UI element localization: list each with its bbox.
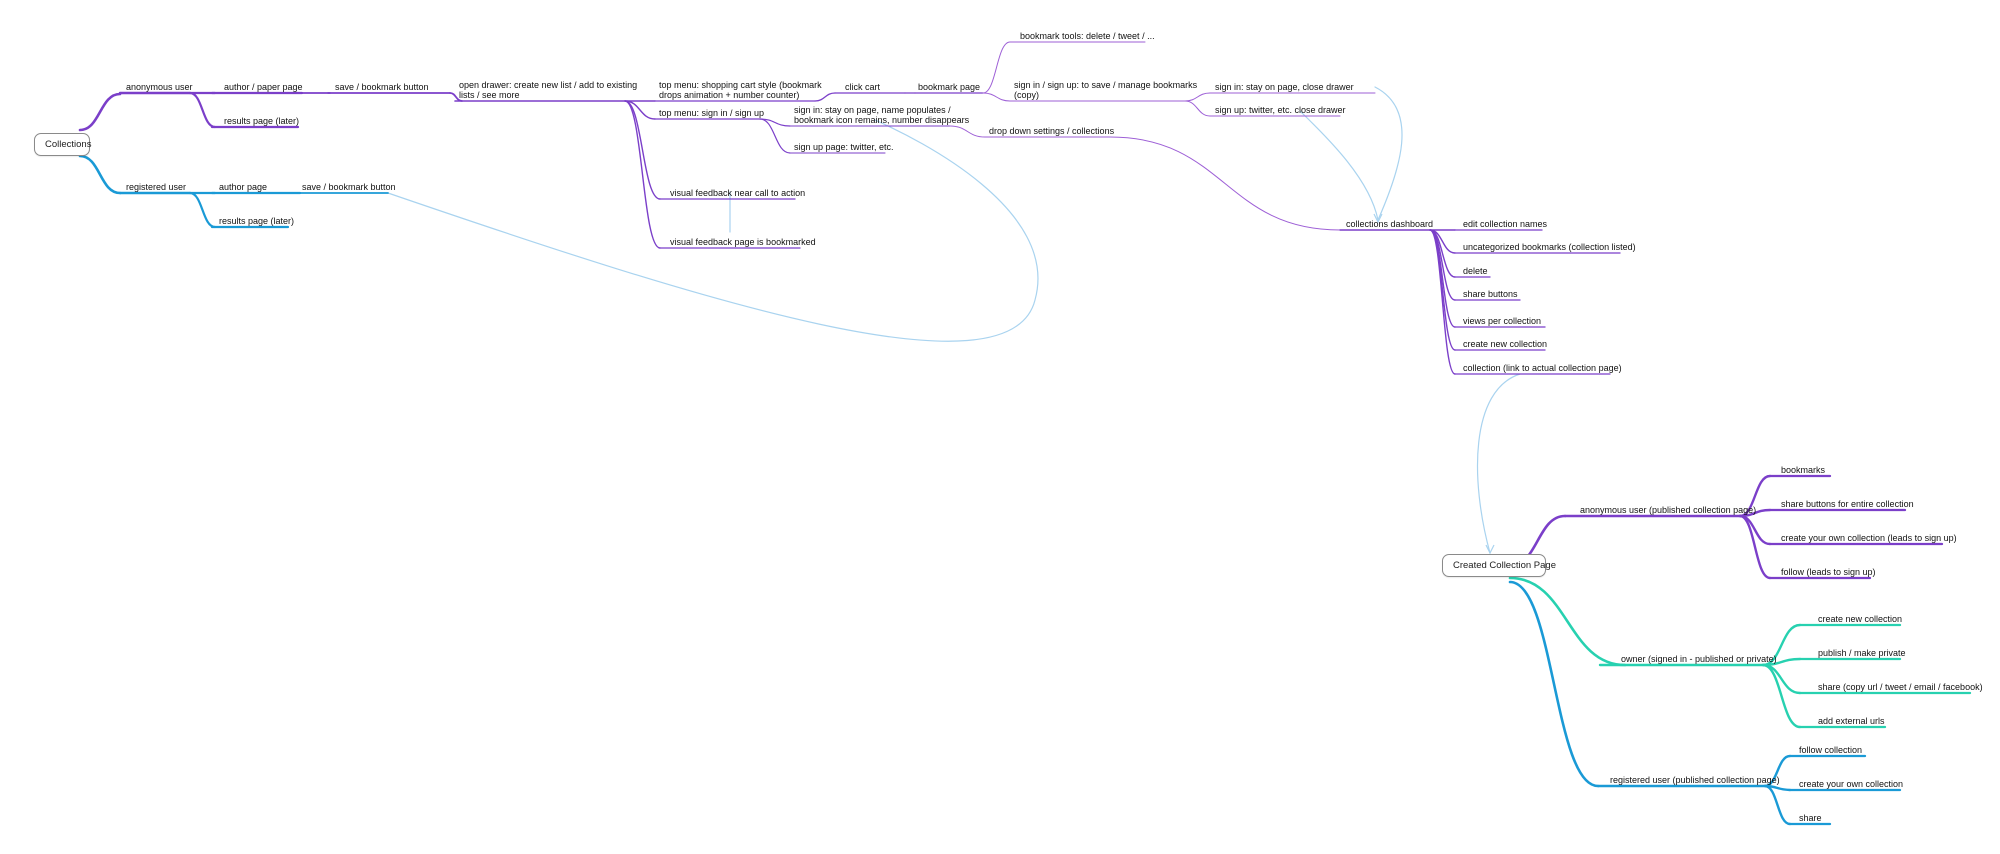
arrowhead: [1373, 213, 1383, 224]
node-create-own-1[interactable]: create your own collection (leads to sig…: [1781, 533, 1957, 543]
node-results-later-2[interactable]: results page (later): [219, 216, 295, 226]
node-publish[interactable]: publish / make private: [1818, 648, 1906, 658]
node-top-cart[interactable]: top menu: shopping cart style (bookmark …: [659, 80, 822, 100]
node-bookmark-page[interactable]: bookmark page: [918, 82, 981, 92]
cross-link-line: [1299, 110, 1379, 221]
node-author-page[interactable]: author page: [219, 182, 268, 192]
branch-line: [982, 41, 1011, 94]
node-anon[interactable]: anonymous user: [126, 82, 193, 92]
node-visual-cta[interactable]: visual feedback near call to action: [670, 188, 806, 198]
branch-line: [1184, 100, 1211, 117]
node-edit-names[interactable]: edit collection names: [1463, 219, 1548, 229]
root-created-collection-page[interactable]: Created Collection Page: [1442, 554, 1556, 577]
branch-line: [982, 92, 1011, 102]
node-registered[interactable]: registered user: [126, 182, 187, 192]
root-collections[interactable]: Collections: [34, 133, 91, 156]
node-anon-published[interactable]: anonymous user (published collection pag…: [1580, 505, 1757, 515]
branch-line: [1109, 136, 1341, 231]
node-sign-in-stay[interactable]: sign in: stay on page, close drawer: [1215, 82, 1354, 92]
branch-line: [1429, 229, 1456, 328]
node-signup-page[interactable]: sign up page: twitter, etc.: [794, 142, 894, 152]
cross-link-line: [387, 119, 1039, 342]
branch-line: [624, 100, 661, 200]
branch-line: [188, 191, 217, 229]
branch-line: [949, 125, 986, 138]
node-owner[interactable]: owner (signed in - published or private): [1621, 654, 1777, 664]
node-save-bookmark-2[interactable]: save / bookmark button: [302, 182, 396, 192]
branch-line: [1761, 663, 1802, 729]
branch-line: [1429, 229, 1456, 375]
branch-line: [188, 91, 217, 129]
node-delete[interactable]: delete: [1463, 266, 1488, 276]
node-create-own-2[interactable]: create your own collection: [1799, 779, 1904, 789]
node-share-copy[interactable]: share (copy url / tweet / email / facebo…: [1818, 682, 1983, 692]
node-share-buttons[interactable]: share buttons: [1463, 289, 1518, 299]
node-results-later-1[interactable]: results page (later): [224, 116, 300, 126]
node-sign-in-up-save[interactable]: sign in / sign up: to save / manage book…: [1014, 80, 1198, 100]
node-top-signin[interactable]: top menu: sign in / sign up: [659, 108, 765, 118]
node-click-cart[interactable]: click cart: [845, 82, 881, 92]
node-visual-bookmarked[interactable]: visual feedback page is bookmarked: [670, 237, 816, 247]
branch-line: [759, 118, 791, 154]
node-open-drawer[interactable]: open drawer: create new list / add to ex…: [459, 80, 638, 100]
cross-link-line: [1476, 373, 1521, 554]
node-collection-link[interactable]: collection (link to actual collection pa…: [1463, 363, 1622, 373]
node-save-bookmark-1[interactable]: save / bookmark button: [335, 82, 429, 92]
branch-line: [78, 154, 122, 195]
branch-line: [1738, 514, 1772, 580]
node-bookmark-tools[interactable]: bookmark tools: delete / tweet / ...: [1020, 31, 1155, 41]
branch-line: [624, 100, 661, 249]
node-add-external[interactable]: add external urls: [1818, 716, 1885, 726]
branch-line: [814, 92, 836, 102]
node-reg-published[interactable]: registered user (published collection pa…: [1610, 775, 1780, 785]
branch-line: [1508, 580, 1600, 788]
node-share-entire[interactable]: share buttons for entire collection: [1781, 499, 1914, 509]
cross-link-line: [1374, 86, 1403, 221]
node-create-new-1[interactable]: create new collection: [1463, 339, 1548, 349]
branch-line: [1761, 663, 1802, 695]
branch-line: [1508, 576, 1627, 667]
node-follow-2[interactable]: follow collection: [1799, 745, 1863, 755]
node-uncategorized[interactable]: uncategorized bookmarks (collection list…: [1463, 242, 1636, 252]
node-follow-1[interactable]: follow (leads to sign up): [1781, 567, 1876, 577]
branch-line: [1429, 229, 1456, 351]
node-create-new-2[interactable]: create new collection: [1818, 614, 1903, 624]
node-share-last[interactable]: share: [1799, 813, 1822, 823]
node-sign-up-twitter-close[interactable]: sign up: twitter, etc. close drawer: [1215, 105, 1346, 115]
branch-line: [1763, 784, 1792, 826]
branch-line: [78, 92, 122, 132]
node-views[interactable]: views per collection: [1463, 316, 1542, 326]
node-drop-down[interactable]: drop down settings / collections: [989, 126, 1115, 136]
node-signin-stay-name[interactable]: sign in: stay on page, name populates / …: [794, 105, 970, 125]
arrowhead: [1485, 544, 1495, 555]
node-author-paper[interactable]: author / paper page: [224, 82, 303, 92]
node-dashboard[interactable]: collections dashboard: [1346, 219, 1434, 229]
node-bookmarks[interactable]: bookmarks: [1781, 465, 1826, 475]
branch-line: [1738, 514, 1772, 546]
